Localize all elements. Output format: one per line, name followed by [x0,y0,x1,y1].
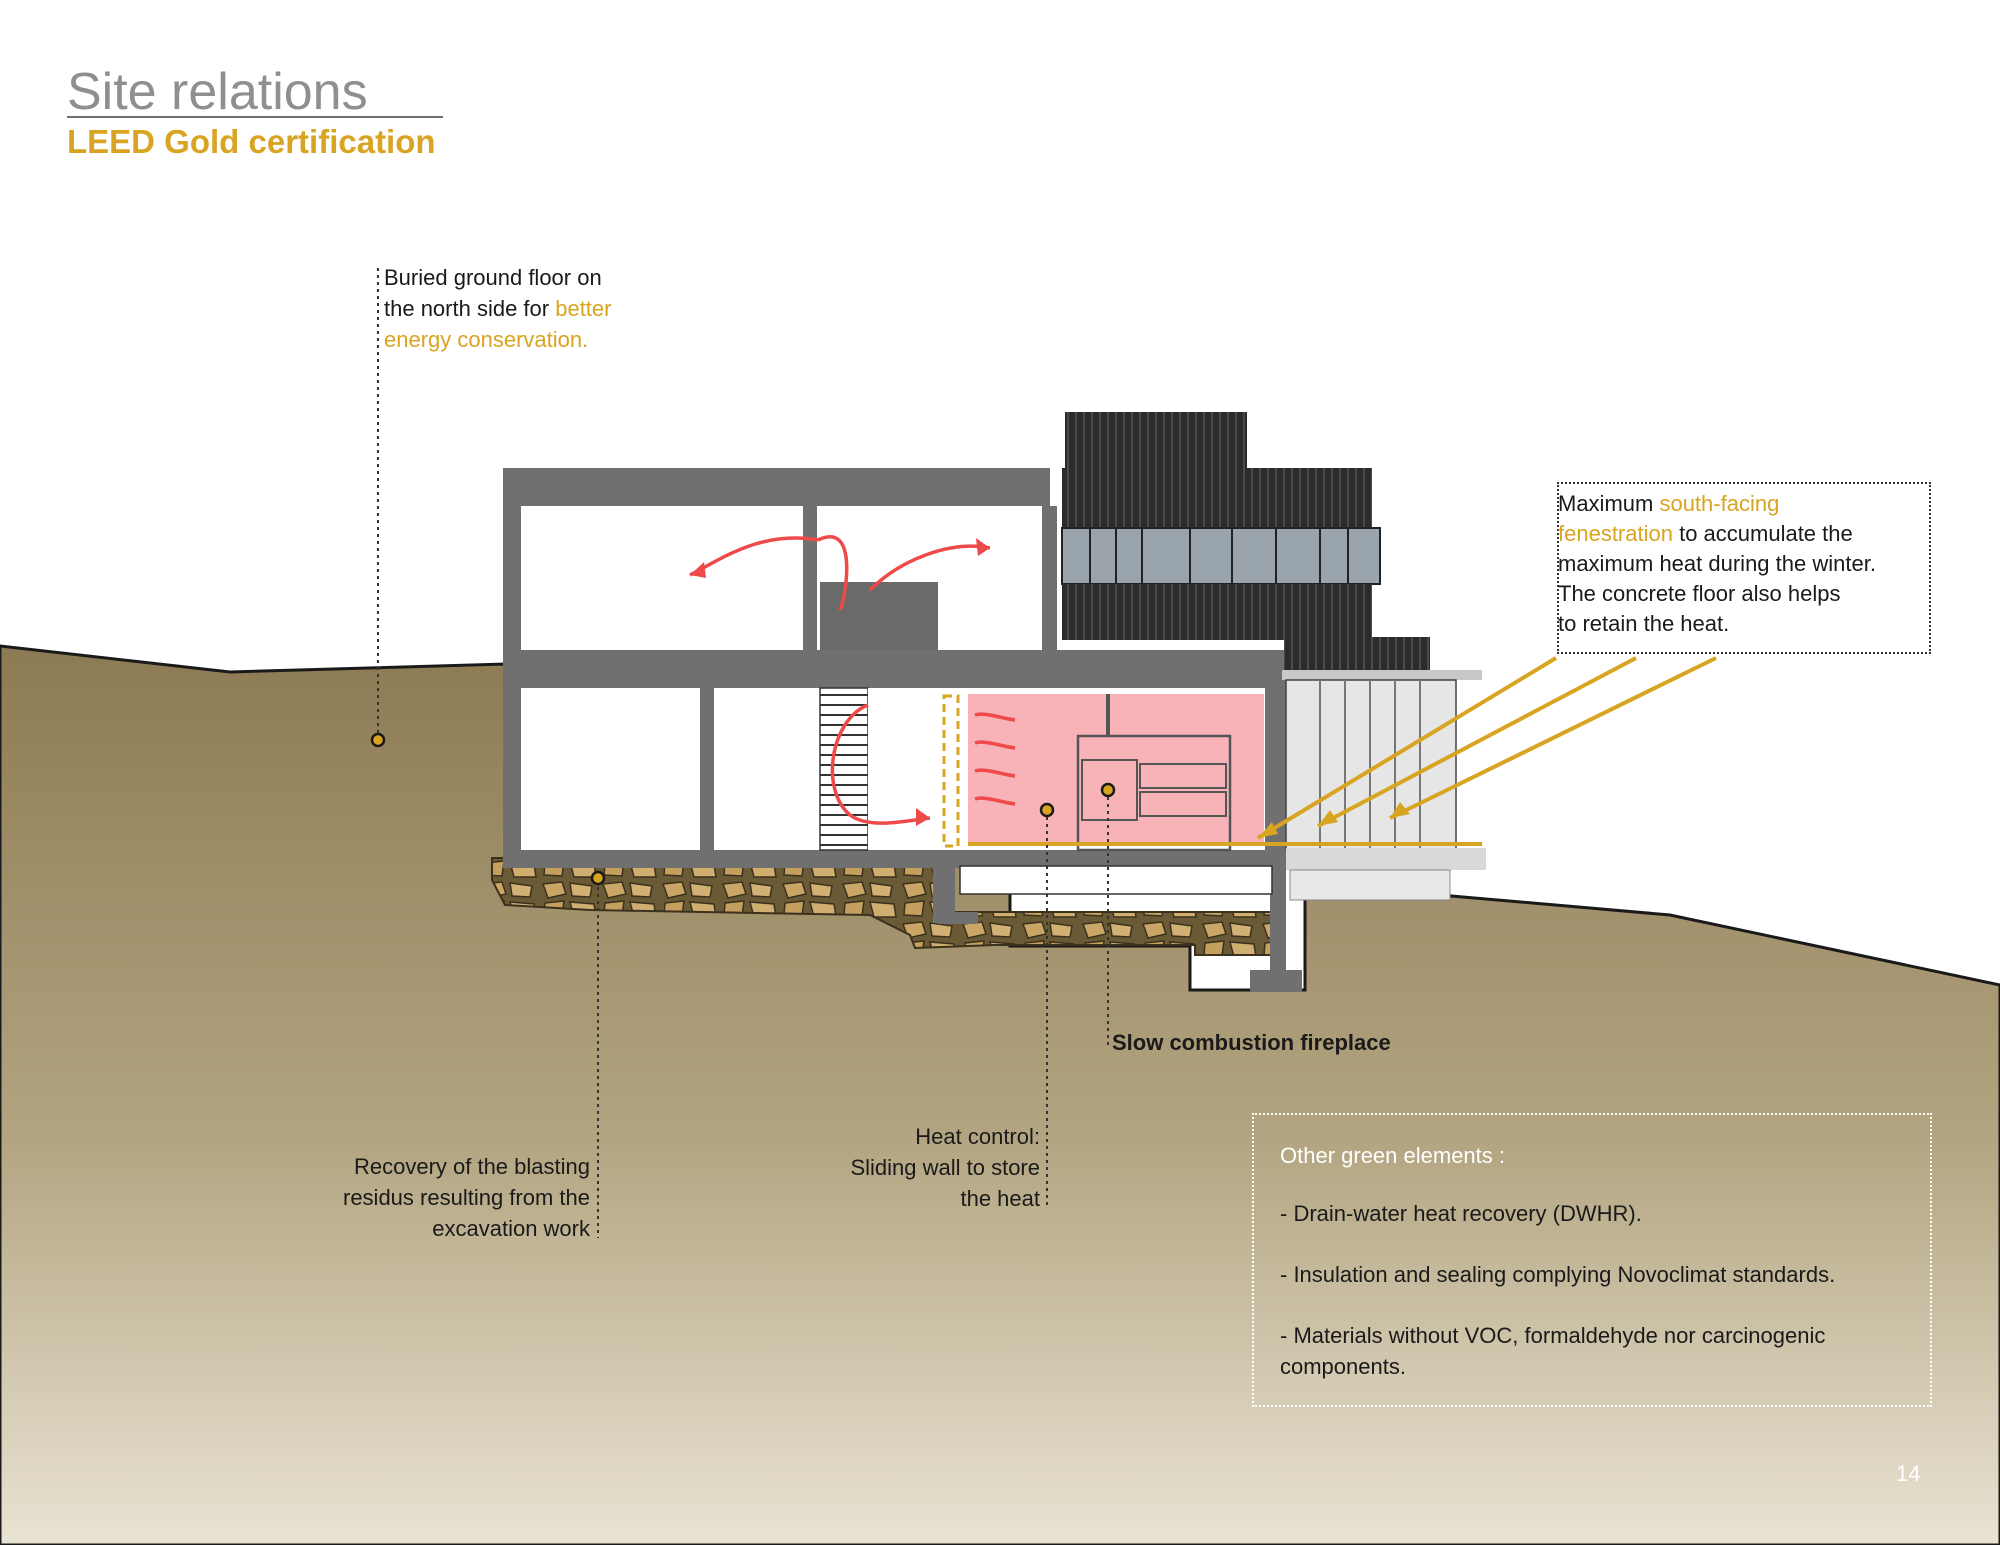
green-elements-title: Other green elements : [1280,1143,1506,1168]
south-line-5: to retain the heat. [1558,611,1730,636]
heat-storage-zone [968,694,1264,844]
green-elements-box [1252,1113,1932,1407]
annotation-buried-floor: Buried ground floor on the north side fo… [384,262,684,355]
heat-line-2: Sliding wall to store [850,1155,1040,1180]
sun-rays [1256,656,1717,840]
terrace-slab [1286,848,1486,870]
upper-cladding-top [1062,468,1372,528]
buried-line-2: the north side for better [384,293,684,324]
green-item-materials: - Materials without VOC, formaldehyde no… [1280,1323,1826,1379]
canopy-slab [1282,670,1482,680]
south-line-3: maximum heat during the winter. [1558,551,1876,576]
buried-line-3: energy conservation. [384,327,589,352]
buried-line-2-text: the north side for [384,296,556,321]
south-line-2-text: to accumulate the [1672,521,1853,546]
kitchen-island [820,582,938,650]
green-item-insulation: - Insulation and sealing complying Novoc… [1280,1262,1836,1287]
page-title: Site relations [67,63,368,121]
buried-line-2-accent: better [555,296,612,321]
south-line-4: The concrete floor also helps [1558,581,1841,606]
blasting-residue-fill [491,857,1276,956]
south-line-1-text: Maximum [1558,491,1660,516]
terrace-base [1289,869,1451,901]
bathroom [714,688,812,850]
fireplace-unit [1076,734,1232,852]
heat-line-3: the heat [960,1186,1040,1211]
south-line-1: Maximum south-facing [1558,489,1928,519]
upper-glazing [1061,527,1381,585]
concrete-shell [503,468,1302,992]
south-line-2: fenestration to accumulate the [1558,519,1928,549]
annotation-south-facing: Maximum south-facing fenestration to acc… [1558,489,1928,639]
south-line-2-accent: fenestration [1558,521,1673,546]
title-underline [67,116,443,118]
annotation-blasting-residue: Recovery of the blasting residus resulti… [280,1151,590,1244]
page-number: 14 [1896,1461,1921,1486]
blasting-line-3: excavation work [432,1216,590,1241]
annotation-fireplace: Slow combustion fireplace [1112,1030,1391,1055]
crawl-space [959,865,1273,895]
blasting-line-2: residus resulting from the [343,1185,590,1210]
south-line-1-accent: south-facing [1659,491,1780,516]
upper-room-left [521,508,803,650]
green-item-dwhr: - Drain-water heat recovery (DWHR). [1280,1201,1642,1226]
canopy [1284,637,1430,675]
blasting-line-1: Recovery of the blasting [353,1154,590,1179]
page-subtitle: LEED Gold certification [67,123,436,160]
airflow-arrows [689,535,1016,825]
annotation-heat-control: Heat control: Sliding wall to store the … [780,1121,1040,1214]
upper-cladding-bottom [1062,584,1372,640]
south-annotation-box [1557,482,1931,654]
buried-line-1: Buried ground floor on [384,265,602,290]
ground-room-left [521,688,700,850]
stair [819,687,869,851]
sliding-wall [942,694,960,848]
leader-markers [370,732,1116,886]
heat-line-1: Heat control: [915,1124,1040,1149]
roof-tower [1065,412,1247,468]
